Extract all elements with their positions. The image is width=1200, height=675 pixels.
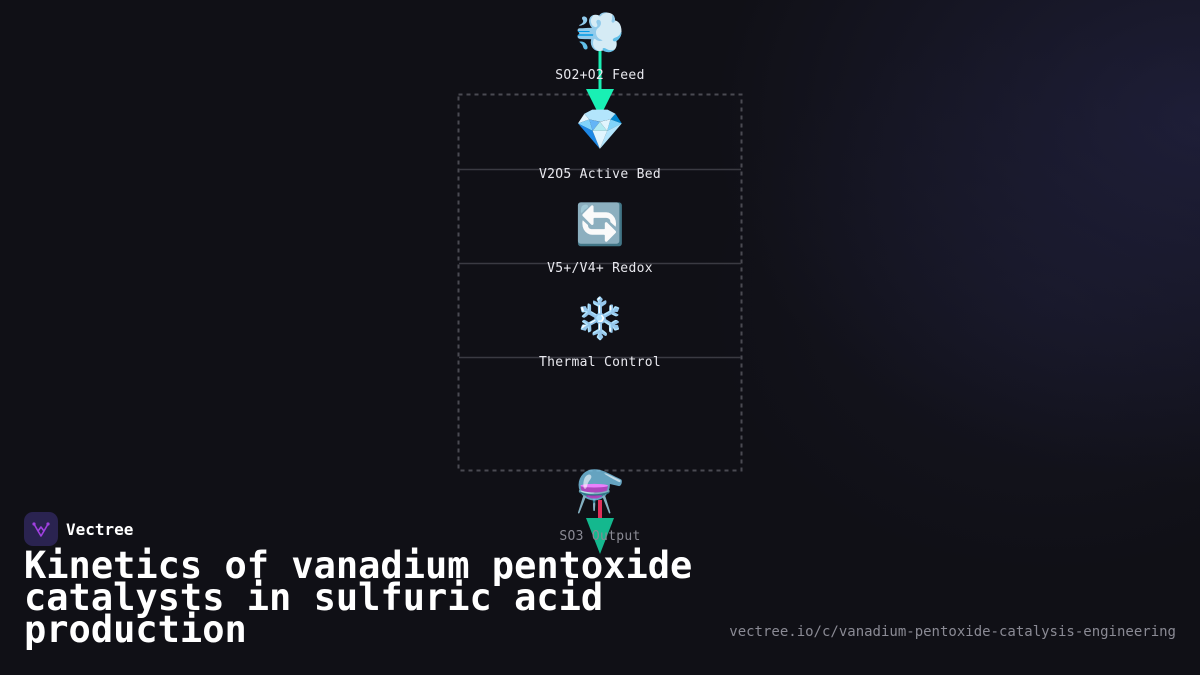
output-label: SO3 Output xyxy=(559,529,641,544)
feed-label: SO2+O2 Feed xyxy=(555,68,645,83)
brand: Vectree xyxy=(24,512,133,546)
brand-name: Vectree xyxy=(66,519,134,539)
page-title: Kinetics of vanadium pentoxide catalysts… xyxy=(24,544,693,651)
wind-icon: 💨 xyxy=(575,10,625,56)
active-bed-label: V2O5 Active Bed xyxy=(539,167,661,182)
vectree-logo-icon xyxy=(24,512,58,546)
source-url: vectree.io/c/vanadium-pentoxide-catalysi… xyxy=(729,624,1176,640)
redox-label: V5+/V4+ Redox xyxy=(547,261,653,276)
reactor-boundary-box xyxy=(457,93,743,472)
snowflake-icon: ❄️ xyxy=(575,296,625,342)
feed-arrow-head xyxy=(586,89,614,117)
cycle-arrows-icon: 🔄 xyxy=(575,202,625,248)
gem-icon: 💎 xyxy=(575,107,625,153)
output-arrow-head xyxy=(586,518,614,554)
thermal-label: Thermal Control xyxy=(539,355,661,370)
alembic-icon: ⚗️ xyxy=(575,469,625,515)
